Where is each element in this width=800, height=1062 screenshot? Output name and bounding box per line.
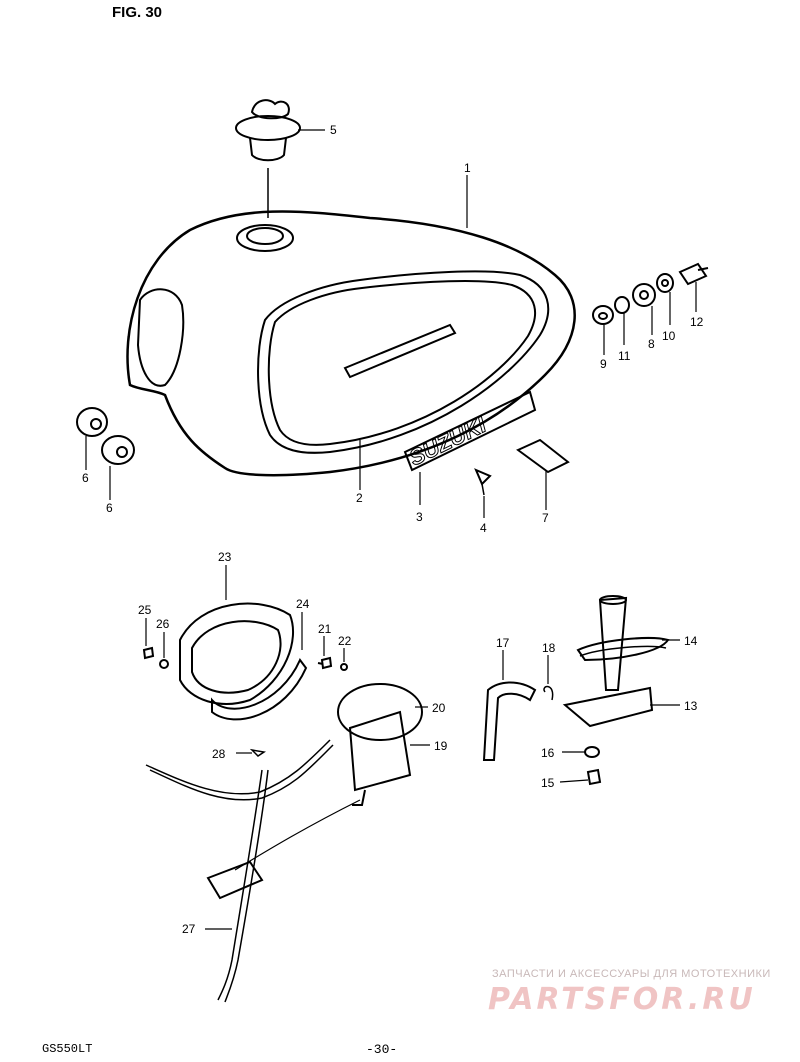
fuel-tank [126, 210, 576, 477]
fuel-level-gauge-sender [337, 683, 423, 806]
callout-23: 23 [218, 550, 232, 564]
wire-clamp [249, 748, 266, 757]
gauge-gasket [179, 602, 295, 705]
callout-4: 4 [480, 521, 487, 535]
tank-emblem [403, 390, 537, 472]
hose-clip [543, 685, 554, 701]
callout-15: 15 [541, 776, 555, 790]
callout-21: 21 [318, 622, 332, 636]
leader-lines [85, 129, 697, 930]
callout-17: 17 [496, 636, 510, 650]
callout-18: 18 [542, 641, 556, 655]
tank-cushion-front [76, 407, 108, 437]
callout-26: 26 [156, 617, 170, 631]
callout-1: 1 [464, 161, 471, 175]
gauge-lead-wire [145, 739, 361, 871]
callout-28: 28 [212, 747, 226, 761]
gasket-screw [142, 646, 155, 660]
callout-9: 9 [600, 357, 607, 371]
page-number: -30- [366, 1042, 398, 1057]
model-code: GS550LT [42, 1042, 93, 1056]
callout-10: 10 [662, 329, 676, 343]
callout-labels: 1 2 3 4 5 6 6 7 8 9 10 11 12 13 14 15 16… [82, 123, 704, 936]
callout-22: 22 [338, 634, 352, 648]
callout-8: 8 [648, 337, 655, 351]
callout-2: 2 [356, 491, 363, 505]
mount-bolt [678, 262, 709, 286]
callout-27: 27 [182, 922, 196, 936]
fuel-cock [562, 595, 670, 728]
callout-5: 5 [330, 123, 337, 137]
breather-tube [206, 769, 269, 1003]
cock-screw [586, 768, 602, 786]
gasket-washer [159, 659, 169, 669]
callout-19: 19 [434, 739, 448, 753]
callout-3: 3 [416, 510, 423, 524]
callout-12: 12 [690, 315, 704, 329]
callout-13: 13 [684, 699, 698, 713]
watermark-logo: PARTSFOR.RU [488, 982, 756, 1017]
figure-title: FIG. 30 [112, 4, 163, 21]
fuel-cap [235, 99, 301, 218]
callout-16: 16 [541, 746, 555, 760]
gauge-screw [317, 656, 333, 670]
mount-washer [592, 305, 614, 325]
tank-cushion-rear [101, 435, 135, 465]
cock-washer [584, 746, 600, 758]
watermark-tagline: ЗАПЧАСТИ И АКСЕССУАРЫ ДЛЯ МОТОТЕХНИКИ [492, 968, 771, 980]
tank-rubber-cushion [516, 438, 570, 474]
callout-6a: 6 [82, 471, 89, 485]
callout-24: 24 [296, 597, 310, 611]
fuel-hose [482, 681, 537, 761]
emblem-screw [474, 468, 492, 496]
mount-cushion [632, 283, 656, 307]
callout-7: 7 [542, 511, 549, 525]
mount-collar [614, 296, 630, 314]
callout-11: 11 [618, 349, 631, 363]
callout-6b: 6 [106, 501, 113, 515]
mount-washer-outer [656, 273, 674, 293]
callout-20: 20 [432, 701, 446, 715]
gauge-plate [211, 658, 308, 721]
gauge-washer [340, 663, 348, 671]
callout-14: 14 [684, 634, 698, 648]
fuel-strainer-oring [579, 645, 667, 657]
callout-25: 25 [138, 603, 152, 617]
